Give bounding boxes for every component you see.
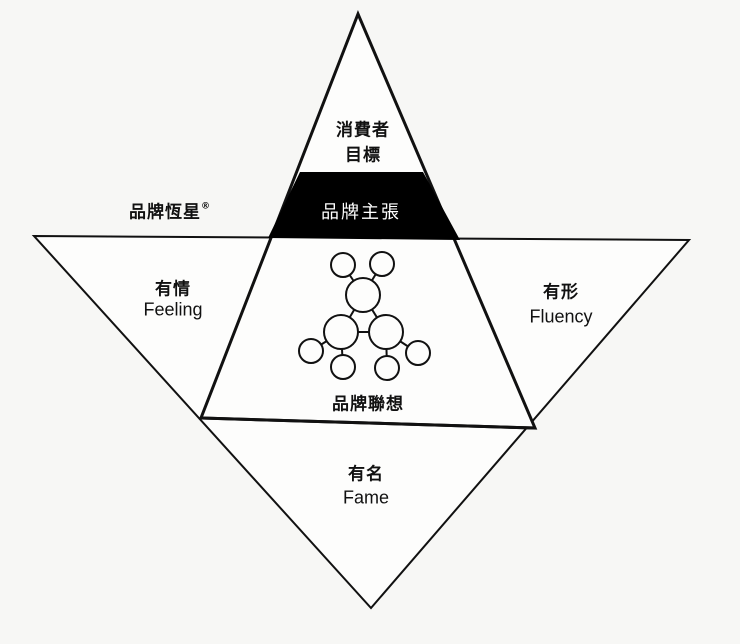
brand-association-label: 品牌聯想 (332, 394, 404, 415)
brand-proposition-label: 品牌主張 (321, 202, 401, 223)
consumer-goal-line1: 消費者 (336, 120, 390, 141)
fluency-zh: 有形 (543, 282, 579, 303)
brand-star-title: 品牌恆星® (129, 198, 211, 223)
fluency-en: Fluency (529, 306, 593, 327)
feeling-zh: 有情 (155, 279, 191, 300)
feeling-en: Feeling (143, 299, 203, 320)
consumer-goal-line2: 目標 (345, 145, 381, 166)
fame-zh: 有名 (348, 464, 384, 485)
pyramid-base-line (200, 416, 536, 430)
fame-en: Fame (342, 487, 390, 508)
brand-proposition-band (268, 172, 460, 240)
brand-star-title-text: 品牌恆星 (129, 202, 201, 223)
registered-mark: ® (201, 201, 211, 212)
association-network-icon (298, 251, 431, 381)
